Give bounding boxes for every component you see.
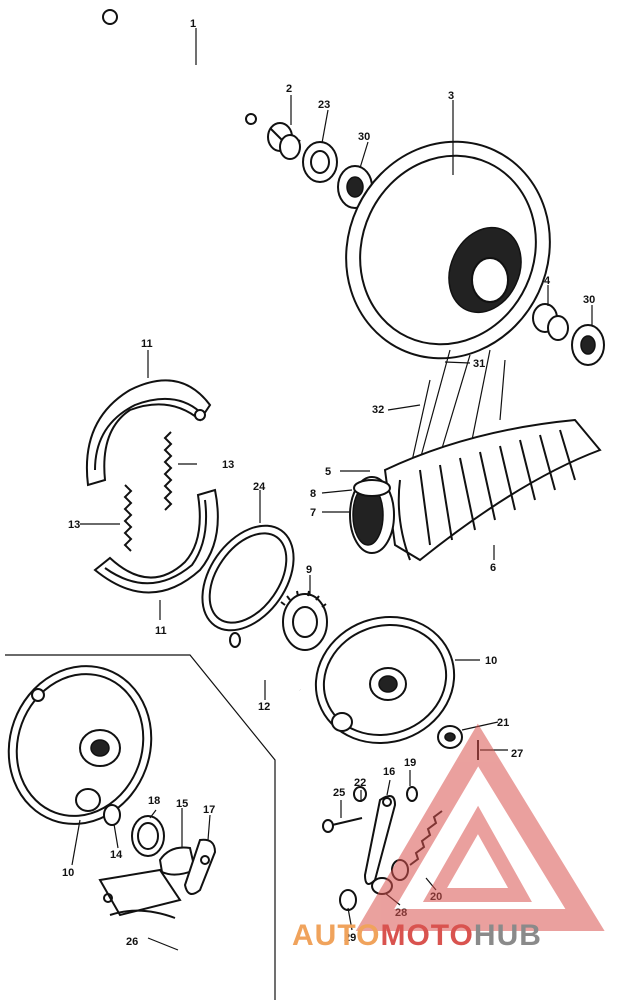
part-label-14: 14: [110, 849, 123, 861]
spacer: [267, 122, 301, 160]
part-label-25: 25: [333, 787, 345, 799]
svg-text:AUTOMOTOHUB: AUTOMOTOHUB: [292, 919, 542, 952]
panel-boundary: [5, 654, 276, 1000]
part-label-30-left: 30: [358, 131, 370, 143]
spokes: [409, 349, 506, 471]
part-label-10-right: 10: [485, 655, 497, 667]
speedometer-gear: [280, 590, 328, 651]
part-label-12: 12: [258, 701, 270, 713]
part-label-13-lower: 13: [68, 519, 80, 531]
watermark-moto: MOTO: [380, 919, 473, 952]
part-labels: 1 2 3 4 5 6 7 8 9 10 10 11 11 12 13 13 1…: [62, 18, 595, 948]
part-label-23: 23: [318, 99, 330, 111]
part-label-2: 2: [286, 83, 292, 95]
brake-shoe-lower: [93, 488, 219, 594]
part-label-8: 8: [310, 488, 316, 500]
part-label-18: 18: [148, 795, 160, 807]
part-label-32: 32: [372, 404, 384, 416]
tire: [383, 418, 602, 562]
part-label-19: 19: [404, 757, 416, 769]
adjusting-nut: [339, 889, 357, 911]
watermark-triangle-icon: [355, 723, 605, 931]
part-label-17: 17: [203, 804, 215, 816]
dust-seal: [302, 141, 338, 183]
part-label-6: 6: [490, 562, 496, 574]
part-label-26: 26: [126, 936, 138, 948]
hub-spacer: [532, 303, 569, 341]
watermark-auto: AUTO: [292, 919, 380, 952]
brake-shoe-upper: [86, 379, 212, 487]
part-label-27: 27: [511, 748, 523, 760]
brake-cam-shaft: [229, 632, 303, 693]
brake-panel-left: [7, 665, 153, 825]
brake-lever-left: [183, 838, 217, 895]
watermark-logo-text: AUTOMOTOHUB: [292, 919, 542, 952]
brake-panel-right: [314, 616, 456, 744]
part-label-15: 15: [176, 798, 188, 810]
part-label-3: 3: [448, 90, 454, 102]
washer: [353, 786, 367, 802]
spring-lower: [123, 484, 133, 552]
axle: [102, 9, 257, 125]
part-label-16: 16: [383, 766, 395, 778]
part-label-5: 5: [325, 466, 331, 478]
part-label-9: 9: [306, 564, 312, 576]
watermark: [355, 723, 605, 931]
brake-arm: [363, 795, 397, 885]
part-label-1: 1: [190, 18, 196, 30]
spring-upper: [163, 431, 173, 511]
part-label-4: 4: [544, 275, 551, 287]
part-label-31: 31: [473, 358, 485, 370]
bearing-right: [571, 324, 605, 366]
bolt: [322, 817, 363, 833]
part-label-30-right: 30: [583, 294, 595, 306]
part-label-24: 24: [253, 481, 266, 493]
stopper-nut: [437, 725, 463, 749]
part-label-10-left: 10: [62, 867, 74, 879]
arm-pin: [406, 786, 418, 802]
drive-ring: [201, 524, 295, 632]
watermark-hub: HUB: [474, 919, 542, 952]
part-label-13-upper: 13: [222, 459, 234, 471]
felt-seal: [131, 815, 165, 857]
wheel-hub: [345, 140, 551, 360]
oil-seal: [103, 804, 121, 826]
rim-band: [349, 476, 395, 554]
part-label-7: 7: [310, 507, 316, 519]
leader-lines: [71, 28, 593, 951]
part-label-11-upper: 11: [141, 338, 153, 350]
part-label-21: 21: [497, 717, 509, 729]
brake-rod-bracket: [98, 868, 182, 919]
part-label-22: 22: [354, 777, 366, 789]
part-label-29: 29: [344, 932, 356, 944]
part-label-11-lower: 11: [155, 625, 167, 637]
